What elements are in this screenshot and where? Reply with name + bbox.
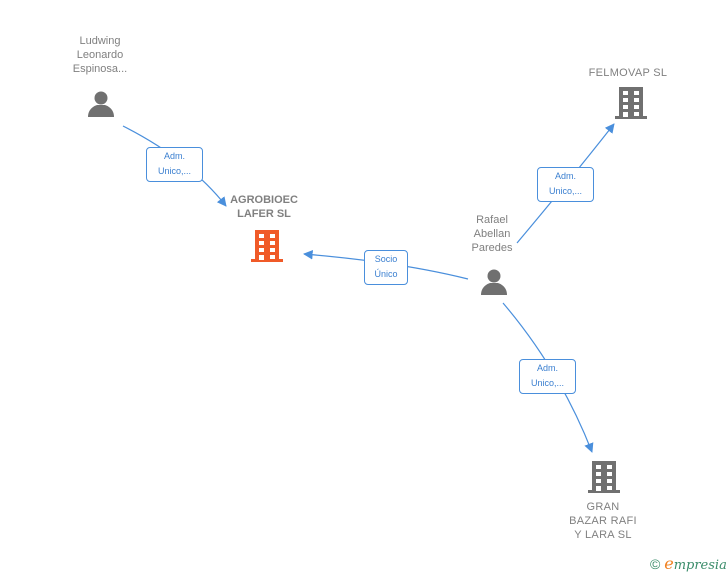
- edge-label-rafael-agrobioec[interactable]: Socio Único: [364, 250, 408, 285]
- edge-label-line2: Unico,...: [530, 378, 564, 388]
- person-label-rafael[interactable]: Rafael Abellan Paredes: [471, 214, 513, 254]
- person-label-ludwing[interactable]: Ludwing Leonardo Espinosa...: [72, 35, 128, 75]
- company-label-agrobioec[interactable]: AGROBIOEC LAFER SL: [230, 194, 298, 220]
- company-label-gran-bazar[interactable]: GRAN BAZAR RAFI Y LARA SL: [569, 501, 637, 541]
- edge-label-ludwing-agrobioec[interactable]: Adm. Unico,...: [146, 147, 203, 182]
- copyright-icon: ©: [650, 556, 661, 572]
- edge-label-rafael-granbazar[interactable]: Adm. Unico,...: [519, 359, 576, 394]
- edge-label-rafael-felmovap[interactable]: Adm. Unico,...: [537, 167, 594, 202]
- empresia-credit[interactable]: © empresia: [650, 554, 727, 573]
- company-label-felmovap[interactable]: FELMOVAP SL: [588, 67, 668, 79]
- edge-label-line2: Unico,...: [548, 186, 582, 196]
- edge-label-line2: Unico,...: [157, 166, 191, 176]
- edge-label-line1: Adm.: [536, 363, 558, 373]
- edge-label-line1: Socio: [374, 254, 398, 264]
- building-icon[interactable]: [587, 460, 621, 494]
- person-icon[interactable]: [479, 267, 509, 297]
- person-icon[interactable]: [86, 89, 116, 119]
- building-icon[interactable]: [614, 86, 648, 120]
- edge-label-line2: Único: [374, 269, 398, 279]
- edge-label-line1: Adm.: [163, 151, 185, 161]
- building-icon[interactable]: [250, 229, 284, 263]
- edge-label-line1: Adm.: [554, 171, 576, 181]
- empresia-logo: empresia: [664, 554, 727, 573]
